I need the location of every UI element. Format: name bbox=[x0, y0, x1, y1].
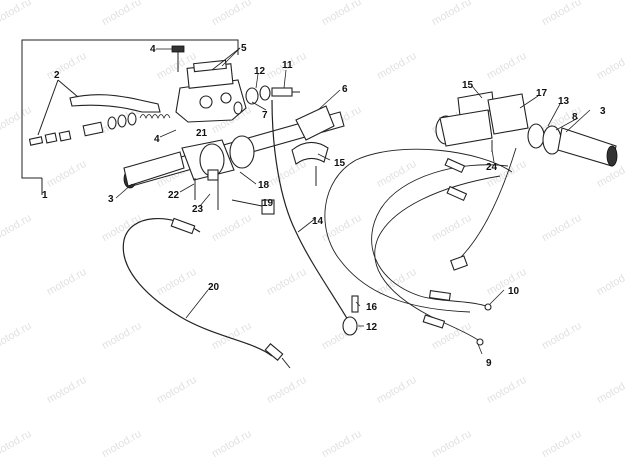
callout-10: 10 bbox=[508, 286, 520, 297]
leader-lines bbox=[115, 47, 591, 355]
callout-12-lower: 12 bbox=[366, 322, 378, 333]
callout-20: 20 bbox=[208, 282, 220, 293]
throttle-cable-outer-loop bbox=[324, 148, 513, 313]
callout-13: 13 bbox=[558, 96, 570, 107]
callout-labels: 1 2 3 3 4 4 5 6 7 8 9 10 11 12 12 13 14 … bbox=[42, 43, 606, 369]
brake-lever bbox=[37, 79, 161, 136]
callout-21: 21 bbox=[196, 128, 208, 139]
callout-8: 8 bbox=[572, 112, 578, 123]
pin-spring-row bbox=[28, 112, 171, 146]
brake-hose bbox=[271, 99, 349, 321]
callout-5: 5 bbox=[241, 43, 247, 54]
clutch-cable bbox=[122, 217, 273, 357]
throttle-housing bbox=[435, 91, 529, 152]
callout-2: 2 bbox=[54, 70, 60, 81]
callout-7: 7 bbox=[262, 110, 268, 121]
clutch-cable-adjuster bbox=[170, 217, 291, 369]
callout-19: 19 bbox=[262, 198, 274, 209]
callout-4-top: 4 bbox=[150, 44, 156, 55]
callout-3-right: 3 bbox=[600, 106, 606, 117]
callout-9: 9 bbox=[486, 358, 492, 369]
cable-end-fittings bbox=[422, 157, 492, 346]
assembly-1-bracket bbox=[21, 39, 239, 195]
handlebar-clamp bbox=[291, 105, 335, 186]
callout-23: 23 bbox=[192, 204, 204, 215]
throttle-cable-2 bbox=[374, 175, 501, 341]
callout-18: 18 bbox=[258, 180, 270, 191]
callout-14: 14 bbox=[312, 216, 324, 227]
callout-17: 17 bbox=[536, 88, 548, 99]
hose-end-fitting bbox=[342, 295, 359, 336]
master-cylinder bbox=[171, 45, 247, 123]
callout-15-left: 15 bbox=[334, 158, 346, 169]
callout-22: 22 bbox=[168, 190, 180, 201]
callout-1: 1 bbox=[42, 190, 48, 201]
right-grip bbox=[527, 123, 618, 167]
choke-cable bbox=[455, 147, 517, 263]
callout-3-left: 3 bbox=[108, 194, 114, 205]
callout-4-lower: 4 bbox=[154, 134, 160, 145]
callout-12-top: 12 bbox=[254, 66, 266, 77]
switch-connector bbox=[231, 199, 275, 215]
callout-11: 11 bbox=[282, 60, 293, 71]
left-switch-housing bbox=[181, 135, 255, 210]
callout-6: 6 bbox=[342, 84, 348, 95]
callout-16: 16 bbox=[366, 302, 378, 313]
callout-24: 24 bbox=[486, 162, 498, 173]
callout-15-right: 15 bbox=[462, 80, 474, 91]
throttle-cable-1 bbox=[371, 164, 509, 307]
banjo-fitting bbox=[233, 85, 300, 115]
